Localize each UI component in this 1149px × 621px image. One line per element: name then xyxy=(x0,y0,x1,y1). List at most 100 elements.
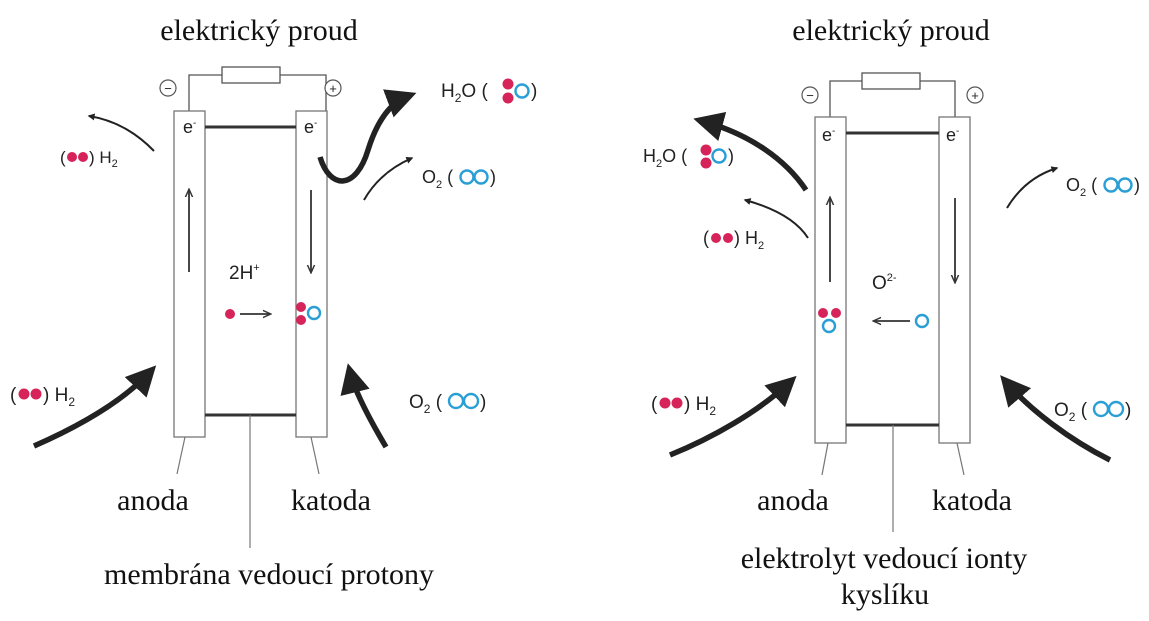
left-oxygen-exhaust-label: O2 ( ) xyxy=(422,167,496,191)
h-atom xyxy=(671,397,683,409)
h-atom xyxy=(700,144,712,156)
right-minus-sign: − xyxy=(806,88,814,103)
right-anode-water-molecule xyxy=(818,308,841,334)
o-atom xyxy=(1107,400,1125,418)
h-atom xyxy=(723,233,733,243)
o-atom xyxy=(473,169,489,185)
h2-text: ) H2 xyxy=(684,394,716,418)
right-water-exhaust-label: H2O ( ) xyxy=(643,144,734,170)
left-migrating-hydrogen-atom xyxy=(225,309,235,319)
left-anode-leader-line xyxy=(176,436,186,475)
right-electrolyte-label-line1: elektrolyt vedoucí ionty xyxy=(741,542,1028,575)
h2-text: ) H2 xyxy=(734,228,764,252)
o-atom xyxy=(1103,177,1119,193)
right-fuel-cell: elektrický proud − + e- e- O2- H2O ( xyxy=(643,14,1140,611)
left-oxygen-supply-arrow xyxy=(340,363,389,449)
o-atom xyxy=(447,392,465,410)
h-atom xyxy=(659,397,671,409)
left-oxygen-supply-label: O2 ( ) xyxy=(409,392,486,416)
right-electrolyte-label-line2: kyslíku xyxy=(841,578,929,611)
water-h-atom xyxy=(818,308,828,318)
h-atom xyxy=(711,233,721,243)
left-title-electric-current: elektrický proud xyxy=(160,14,357,47)
left-anode-label: anoda xyxy=(117,484,189,517)
o2-text: O2 ( xyxy=(422,167,453,191)
o2-text: O2 ( xyxy=(1054,400,1088,424)
left-anode-electron-label: e- xyxy=(183,117,196,137)
o2-text: O2 ( xyxy=(409,392,443,416)
right-oxide-ion-label: O2- xyxy=(872,272,897,294)
right-hydrogen-exhaust-arrow xyxy=(743,198,809,239)
left-proton-ion-label: 2H+ xyxy=(229,262,260,284)
left-minus-icon xyxy=(159,79,177,97)
left-anode-plate xyxy=(173,110,206,438)
left-load-resistor xyxy=(221,66,281,84)
right-anode-electron-label: e- xyxy=(822,125,835,145)
paren: ) xyxy=(490,167,496,187)
water-o-atom xyxy=(821,318,837,334)
left-hydrogen-exhaust-arrow xyxy=(87,113,155,152)
right-anode-leader-line xyxy=(821,442,829,476)
water-text: H2O ( xyxy=(643,146,687,170)
water-h-atom xyxy=(831,308,841,318)
h-atom xyxy=(30,388,42,400)
right-minus-icon xyxy=(801,86,819,104)
right-plus-icon xyxy=(966,86,984,104)
right-hydrogen-supply-arrow xyxy=(668,375,797,458)
left-electrolyte-label: membrána vedoucí protony xyxy=(104,558,434,591)
h-atom xyxy=(502,92,514,104)
h-atom xyxy=(67,152,77,162)
water-h-atom xyxy=(296,302,306,312)
o-atom xyxy=(1092,400,1110,418)
left-cathode-water-molecule xyxy=(296,302,322,325)
right-oxygen-exhaust-label: O2 ( ) xyxy=(1066,175,1140,199)
paren: ) xyxy=(1125,400,1131,421)
left-plus-sign: + xyxy=(329,81,337,96)
h2-text: ) H2 xyxy=(89,148,118,170)
o-atom xyxy=(462,392,480,410)
right-cathode-label: katoda xyxy=(932,484,1012,517)
water-h-atom xyxy=(296,315,306,325)
left-fuel-cell: elektrický proud − + e- e- 2H+ ( xyxy=(10,14,537,591)
paren: ( xyxy=(60,148,66,167)
paren: ) xyxy=(728,146,734,166)
right-cathode-electron-label: e- xyxy=(946,125,959,145)
right-plus-sign: + xyxy=(971,88,979,103)
water-o-atom xyxy=(306,305,322,321)
o-atom xyxy=(1117,177,1133,193)
left-cathode-label: katoda xyxy=(291,484,371,517)
right-hydrogen-supply-label: ( ) H2 xyxy=(651,394,716,418)
left-hydrogen-supply-arrow xyxy=(32,365,157,449)
right-migrating-oxygen-atom xyxy=(914,313,930,329)
right-cathode-leader-line xyxy=(956,442,965,476)
right-oxygen-supply-label: O2 ( ) xyxy=(1054,400,1131,424)
paren: ( xyxy=(651,394,658,415)
right-oxygen-exhaust-arrow xyxy=(1006,166,1059,209)
paren: ( xyxy=(10,385,17,406)
paren: ) xyxy=(480,392,486,413)
left-oxygen-exhaust-arrow xyxy=(363,157,414,201)
paren: ( xyxy=(703,228,709,248)
h-atom xyxy=(700,157,712,169)
left-minus-sign: − xyxy=(164,81,172,96)
left-hydrogen-supply-label: ( ) H2 xyxy=(10,385,75,409)
o-atom xyxy=(711,148,727,164)
left-cathode-leader-line xyxy=(310,436,320,475)
o-atom xyxy=(459,169,475,185)
h2-text: ) H2 xyxy=(43,385,75,409)
o-atom xyxy=(514,83,530,99)
h-atom xyxy=(18,388,30,400)
left-plus-icon xyxy=(324,79,342,97)
right-external-circuit: − + xyxy=(801,72,984,117)
left-water-exhaust-label: H2O ( ) xyxy=(441,78,537,105)
left-hydrogen-exhaust-label: ( ) H2 xyxy=(60,148,118,170)
water-text: H2O ( xyxy=(441,81,488,105)
right-anode-label: anoda xyxy=(757,484,829,517)
right-load-resistor xyxy=(861,72,921,90)
right-oxygen-supply-arrow xyxy=(1000,375,1112,463)
paren: ) xyxy=(1134,175,1140,195)
right-title-electric-current: elektrický proud xyxy=(792,14,989,47)
left-water-exhaust-arrow xyxy=(317,89,417,184)
paren: ) xyxy=(531,81,537,102)
